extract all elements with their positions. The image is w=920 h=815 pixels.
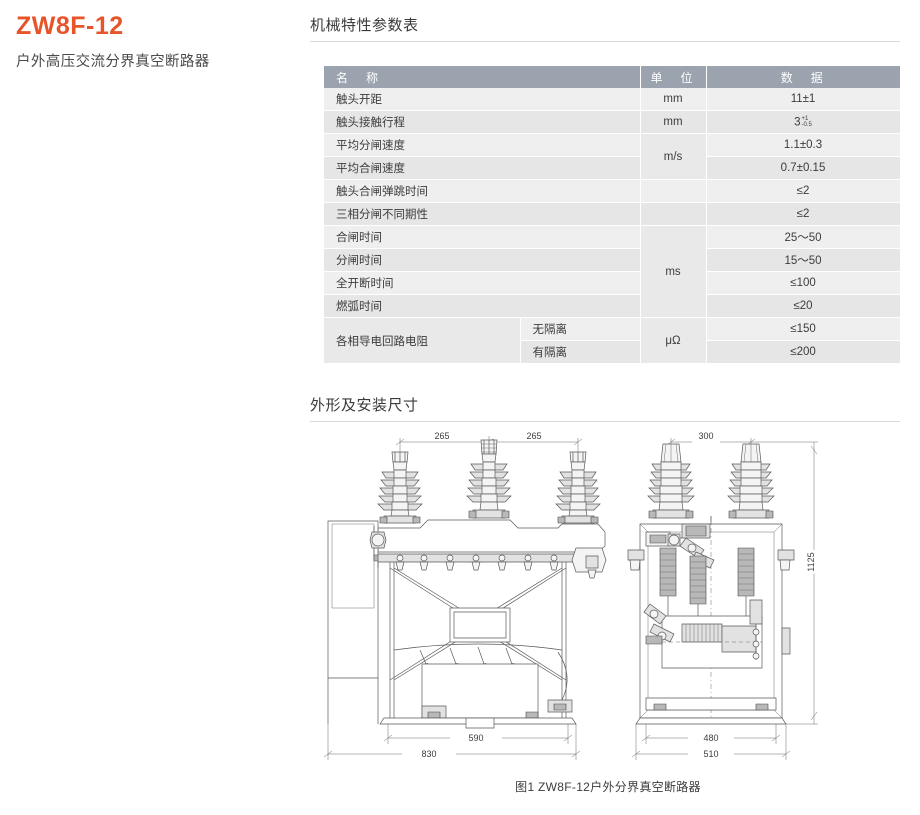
cell-unit: ms (640, 225, 707, 318)
cell-unit: μΩ (640, 317, 707, 364)
cell-parameter-name: 触头合闸弹跳时间 (324, 179, 641, 203)
cell-parameter-name: 触头开距 (324, 88, 641, 111)
cell-value: 25～50 (706, 225, 901, 249)
cell-value: ≤2 (706, 202, 901, 226)
side-bushing-left (647, 443, 695, 519)
section-heading-dimensions: 外形及安装尺寸 (310, 394, 900, 422)
cell-parameter-name: 触头接触行程 (324, 110, 641, 134)
cell-value: 1.1±0.3 (706, 133, 901, 157)
dim-side-510: 510 (703, 749, 718, 759)
side-view-body-section (627, 516, 795, 725)
table-row: 有隔离 ≤200 (324, 340, 901, 364)
bushing-insulator-center (466, 439, 512, 519)
cell-unit (640, 202, 707, 226)
dim-front-265-left: 265 (434, 431, 449, 441)
front-view-body (327, 519, 607, 729)
cell-parameter-name: 全开断时间 (324, 271, 641, 295)
cell-value: ≤200 (706, 340, 901, 364)
cell-value: ≤100 (706, 271, 901, 295)
value-tolerance: +1-0.5 (802, 116, 812, 129)
cell-value: 0.7±0.15 (706, 156, 901, 180)
dim-front-830: 830 (421, 749, 436, 759)
cell-parameter-name: 合闸时间 (324, 225, 641, 249)
product-code: ZW8F-12 (16, 12, 124, 40)
table-row: 平均合闸速度 0.7±0.15 (324, 156, 901, 180)
table-row: 全开断时间 ≤100 (324, 271, 901, 295)
table-header-row: 名 称 单 位 数 据 (324, 66, 901, 88)
table-row: 分闸时间 15～50 (324, 248, 901, 272)
table-row: 燃弧时间 ≤20 (324, 294, 901, 318)
cell-unit: m/s (640, 133, 707, 180)
cell-value: ≤150 (706, 317, 901, 341)
cell-value: ≤20 (706, 294, 901, 318)
front-view-drawing: 265 265 (323, 431, 607, 760)
dim-side-300: 300 (698, 431, 713, 441)
front-bottom-dimension-830 (323, 724, 581, 760)
cell-value: 3+1-0.5 (706, 110, 901, 134)
cell-value: ≤2 (706, 179, 901, 203)
vacuum-interrupters (659, 547, 755, 605)
outline-dimension-drawing: 265 265 (310, 428, 906, 778)
table-row: 触头合闸弹跳时间 ≤2 (324, 179, 901, 203)
column-header-name: 名 称 (324, 66, 641, 88)
cell-parameter-name: 燃弧时间 (324, 294, 641, 318)
dim-front-265-right: 265 (526, 431, 541, 441)
cell-parameter-subname: 有隔离 (520, 340, 641, 364)
bushing-insulator-left (377, 451, 423, 524)
side-height-dimension-1125 (751, 441, 818, 725)
cell-value: 11±1 (706, 88, 901, 111)
standoff-insulators (395, 554, 559, 571)
cell-parameter-subname: 无隔离 (520, 317, 641, 341)
dim-side-1125: 1125 (806, 552, 816, 571)
tolerance-upper: +1 (801, 115, 809, 122)
section-heading-mechanical: 机械特性参数表 (310, 14, 900, 42)
product-name: 户外高压交流分界真空断路器 (16, 54, 210, 70)
side-bottom-dimension-480 (641, 724, 781, 744)
value-base: 3 (794, 116, 801, 129)
side-bottom-dimension-510 (631, 724, 791, 760)
tolerance-lower: -0.5 (801, 122, 812, 128)
cell-unit: mm (640, 110, 707, 134)
column-header-unit: 单 位 (640, 66, 707, 88)
table-row: 三相分闸不同期性 ≤2 (324, 202, 901, 226)
cell-parameter-name: 各相导电回路电阻 (324, 317, 521, 364)
figure-caption: 图1 ZW8F-12户外分界真空断路器 (515, 780, 701, 794)
product-identity-column: ZW8F-12 户外高压交流分界真空断路器 (0, 0, 296, 815)
cell-unit: mm (640, 88, 707, 111)
cell-parameter-name: 分闸时间 (324, 248, 641, 272)
cell-unit (640, 179, 707, 203)
cell-parameter-name: 平均分闸速度 (324, 133, 641, 157)
dim-side-480: 480 (703, 733, 718, 743)
cell-value: 15～50 (706, 248, 901, 272)
bushing-insulator-right (555, 451, 601, 524)
cell-parameter-name: 平均合闸速度 (324, 156, 641, 180)
cell-parameter-name: 三相分闸不同期性 (324, 202, 641, 226)
front-bottom-dimension-590 (383, 724, 573, 744)
column-header-data: 数 据 (706, 66, 901, 88)
side-bushing-right (727, 443, 775, 519)
side-view-drawing: 300 (627, 431, 818, 760)
dim-front-590: 590 (468, 733, 483, 743)
